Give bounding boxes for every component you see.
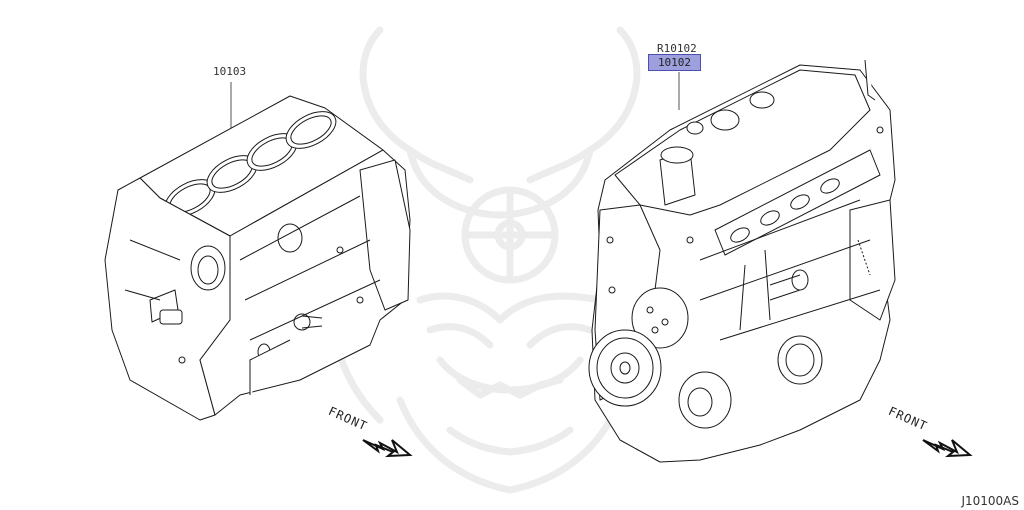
part-number-callout[interactable]: 10103 <box>213 65 247 78</box>
highlighted-part-number-callout[interactable]: 10102 <box>648 54 701 71</box>
reference-part-number-label: R10102 <box>657 42 697 55</box>
figure-id-label: J10100AS <box>961 494 1019 508</box>
